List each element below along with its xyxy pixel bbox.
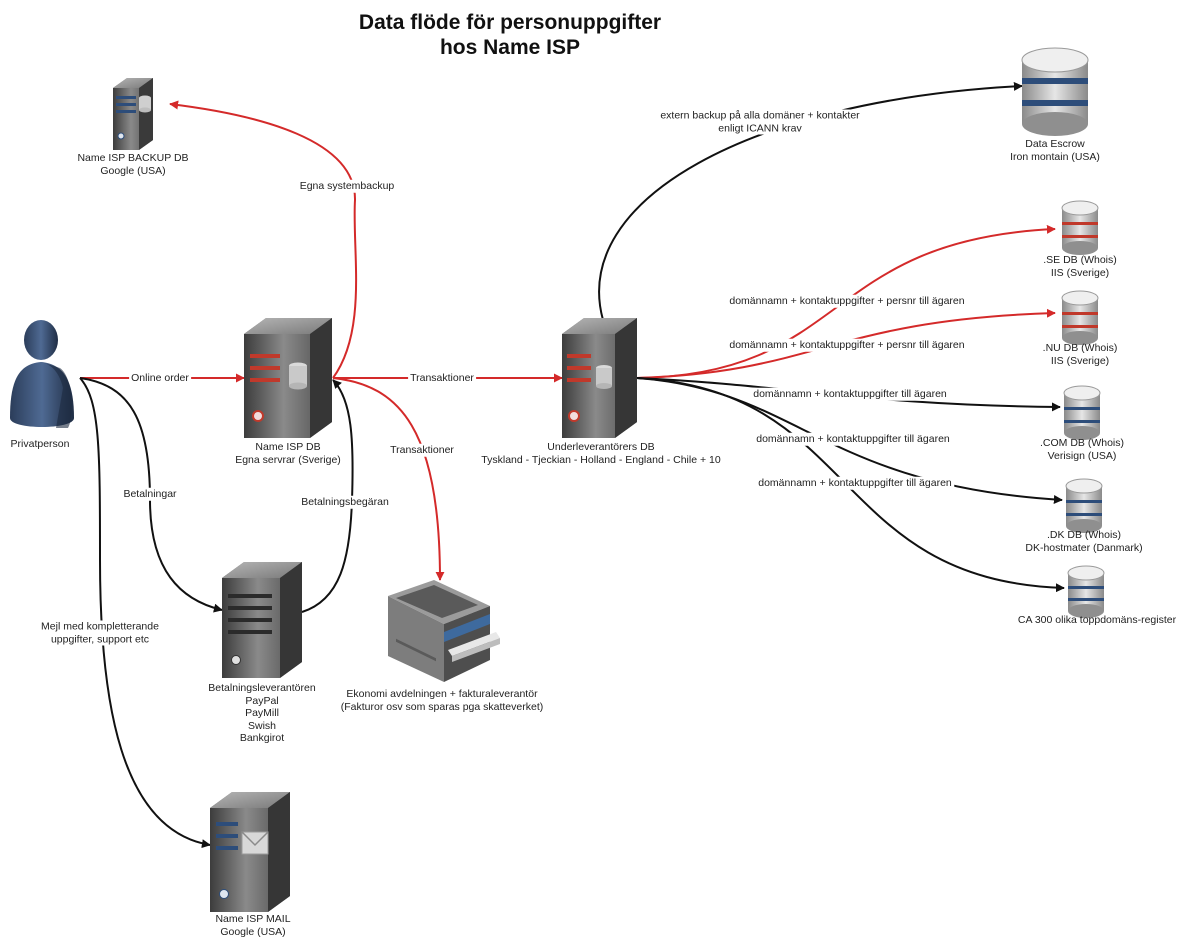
payment-server-icon [222,562,302,678]
isp-db-server-icon [244,318,332,438]
title-line-2: hos Name ISP [330,35,690,60]
edge-label-escrow-line-2: enligt ICANN krav [660,122,859,135]
isp-mail-location: Google (USA) [215,926,290,938]
tld-registers-name: CA 300 olika toppdomäns-register [1018,614,1176,627]
isp-mail-label: Name ISP MAIL Google (USA) [215,913,290,938]
se-db-location: IIS (Sverige) [1043,267,1117,280]
title-line-1: Data flöde för personuppgifter [330,10,690,35]
person-icon [10,320,74,428]
isp-db-location: Egna servrar (Sverige) [235,454,341,467]
economy-name: Ekonomi avdelningen + fakturaleverantör [341,688,544,701]
nu-db-name: .NU DB (Whois) [1043,342,1118,355]
edge-label-payments: Betalningar [121,488,178,501]
isp-mail-name: Name ISP MAIL [215,913,290,926]
edge-label-escrow-line-1: extern backup på alla domäner + kontakte… [660,110,859,123]
edge-label-se: domännamn + kontaktuppgifter + persnr ti… [727,295,966,308]
com-db-location: Verisign (USA) [1040,450,1124,463]
diagram-title: Data flöde för personuppgifter hos Name … [330,10,690,60]
edge-label-mail-line-1: Mejl med kompletterande [41,621,159,634]
mail-server-icon [210,792,290,912]
edge-label-own-backup: Egna systembackup [298,180,397,193]
edge-label-mail: Mejl med kompletterande uppgifter, suppo… [39,621,161,646]
subcontractor-db-name: Underleverantörers DB [481,441,720,454]
edge-label-dk: domännamn + kontaktuppgifter till ägaren [754,433,952,446]
tld-registers-database-icon [1068,566,1104,618]
edge-label-escrow: extern backup på alla domäner + kontakte… [658,110,861,135]
edge-label-mail-line-2: uppgifter, support etc [41,633,159,646]
edge-label-transactions-economy: Transaktioner [388,444,456,457]
economy-label: Ekonomi avdelningen + fakturaleverantör … [341,688,544,713]
subcontractor-server-icon [562,318,637,438]
isp-db-name: Name ISP DB [235,441,341,454]
se-db-database-icon [1062,201,1098,255]
data-escrow-database-icon [1022,48,1088,136]
economy-note: (Fakturor osv som sparas pga skatteverke… [341,701,544,714]
tld-registers-label: CA 300 olika toppdomäns-register [1018,614,1176,627]
com-db-database-icon [1064,386,1100,440]
payment-provider-label: Betalningsleverantören PayPal PayMill Sw… [208,682,315,745]
subcontractor-db-label: Underleverantörers DB Tyskland - Tjeckia… [481,441,720,466]
edge-label-tld: domännamn + kontaktuppgifter till ägaren [756,477,954,490]
payment-provider-paymill: PayMill [208,707,315,720]
se-db-label: .SE DB (Whois) IIS (Sverige) [1043,254,1117,279]
se-db-name: .SE DB (Whois) [1043,254,1117,267]
payment-provider-name: Betalningsleverantören [208,682,315,695]
printer-scanner-icon [388,580,500,682]
edge-label-online-order: Online order [129,372,191,385]
com-db-name: .COM DB (Whois) [1040,437,1124,450]
data-escrow-name: Data Escrow [1010,138,1100,151]
backup-db-label: Name ISP BACKUP DB Google (USA) [77,152,188,177]
edge-label-com: domännamn + kontaktuppgifter till ägaren [751,388,949,401]
nu-db-database-icon [1062,291,1098,345]
dk-db-database-icon [1066,479,1102,533]
edge-transactions-economy [333,378,440,580]
edge-label-nu: domännamn + kontaktuppgifter + persnr ti… [727,339,966,352]
backup-db-name: Name ISP BACKUP DB [77,152,188,165]
backup-db-location: Google (USA) [77,165,188,178]
backup-db-server-icon [113,78,153,150]
payment-provider-swish: Swish [208,720,315,733]
payment-provider-bankgirot: Bankgirot [208,732,315,745]
dk-db-name: .DK DB (Whois) [1025,529,1142,542]
isp-db-label: Name ISP DB Egna servrar (Sverige) [235,441,341,466]
privatperson-label: Privatperson [11,438,70,451]
edge-label-payment-request: Betalningsbegäran [299,496,391,509]
dk-db-label: .DK DB (Whois) DK-hostmater (Danmark) [1025,529,1142,554]
com-db-label: .COM DB (Whois) Verisign (USA) [1040,437,1124,462]
subcontractor-db-countries: Tyskland - Tjeckian - Holland - England … [481,454,720,467]
payment-provider-paypal: PayPal [208,695,315,708]
privatperson-name: Privatperson [11,438,70,451]
data-escrow-label: Data Escrow Iron montain (USA) [1010,138,1100,163]
data-escrow-location: Iron montain (USA) [1010,151,1100,164]
edge-label-transactions-sub: Transaktioner [408,372,476,385]
dk-db-location: DK-hostmater (Danmark) [1025,542,1142,555]
nu-db-location: IIS (Sverige) [1043,355,1118,368]
nu-db-label: .NU DB (Whois) IIS (Sverige) [1043,342,1118,367]
